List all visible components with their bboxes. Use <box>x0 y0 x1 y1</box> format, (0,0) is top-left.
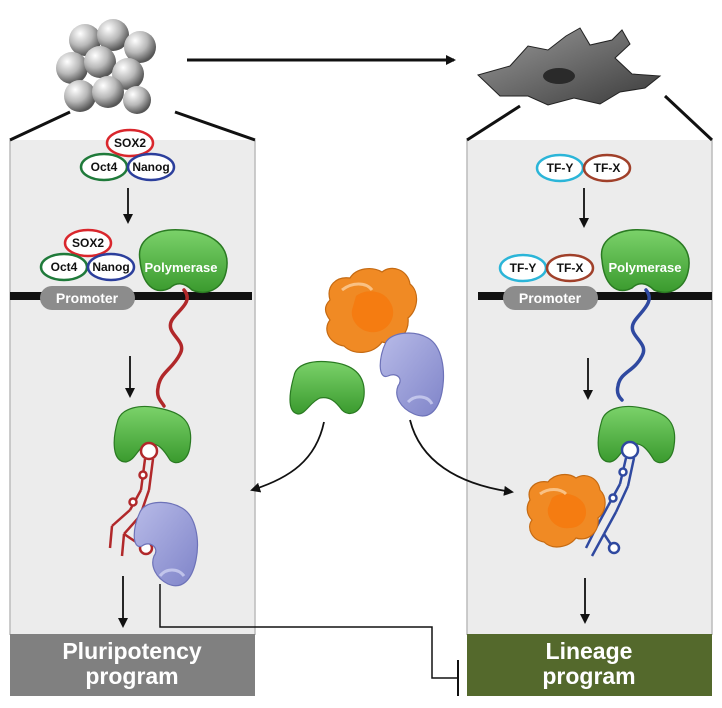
oct4-label-top: Oct4 <box>91 160 118 174</box>
left-promoter-label: Promoter <box>56 290 119 306</box>
nanog-label-promoter: Nanog <box>92 260 129 274</box>
pluripotency-label-line2: program <box>85 663 178 689</box>
differentiated-cell-icon <box>477 27 662 106</box>
center-to-right-arrow <box>409 419 514 496</box>
right-green-rbp <box>597 405 676 464</box>
tfy-label-promoter: TF-Y <box>510 261 537 275</box>
sox2-label-promoter: SOX2 <box>72 236 104 250</box>
lineage-label-line2: program <box>542 663 635 689</box>
tfx-label-top: TF-X <box>594 161 621 175</box>
center-to-left-arrow <box>250 421 325 493</box>
pluripotency-label-line1: Pluripotency <box>62 638 202 664</box>
oct4-label-promoter: Oct4 <box>51 260 78 274</box>
right-stem-loop <box>584 440 640 557</box>
center-green-rbp <box>289 360 365 415</box>
left-zoom-lines <box>9 110 256 142</box>
right-rna-strand <box>615 288 651 402</box>
left-factor-cluster-top: SOX2 Oct4 Nanog <box>79 128 176 182</box>
pluripotency-program-box <box>10 634 255 696</box>
left-promoter <box>40 286 135 310</box>
right-zoom-lines <box>466 94 714 142</box>
stem-cell-cluster-icon <box>56 19 156 114</box>
right-promoter <box>503 286 598 310</box>
right-factor-cluster-top: TF-Y TF-X <box>535 153 632 183</box>
right-orange-protein <box>526 473 606 548</box>
sox2-label-top: SOX2 <box>114 136 146 150</box>
left-polymerase <box>138 229 228 293</box>
inhibition-line <box>159 584 458 679</box>
right-promoter-label: Promoter <box>519 290 582 306</box>
lineage-program-box <box>467 634 712 696</box>
right-polymerase-label: Polymerase <box>609 260 682 275</box>
left-lavender-protein <box>133 501 199 587</box>
left-factor-cluster-promoter: SOX2 Oct4 Nanog <box>39 228 136 282</box>
nanog-label-top: Nanog <box>132 160 169 174</box>
right-polymerase <box>600 229 690 293</box>
left-rna-strand <box>155 288 189 408</box>
left-polymerase-label: Polymerase <box>145 260 218 275</box>
tfy-label-top: TF-Y <box>547 161 574 175</box>
tfx-label-promoter: TF-X <box>557 261 584 275</box>
right-factor-cluster-promoter: TF-Y TF-X <box>498 253 595 283</box>
center-lavender-protein <box>379 332 445 417</box>
lineage-label-line1: Lineage <box>546 638 633 664</box>
right-panel-bg <box>467 140 712 695</box>
left-green-rbp <box>113 405 192 464</box>
center-orange-protein <box>324 267 418 353</box>
